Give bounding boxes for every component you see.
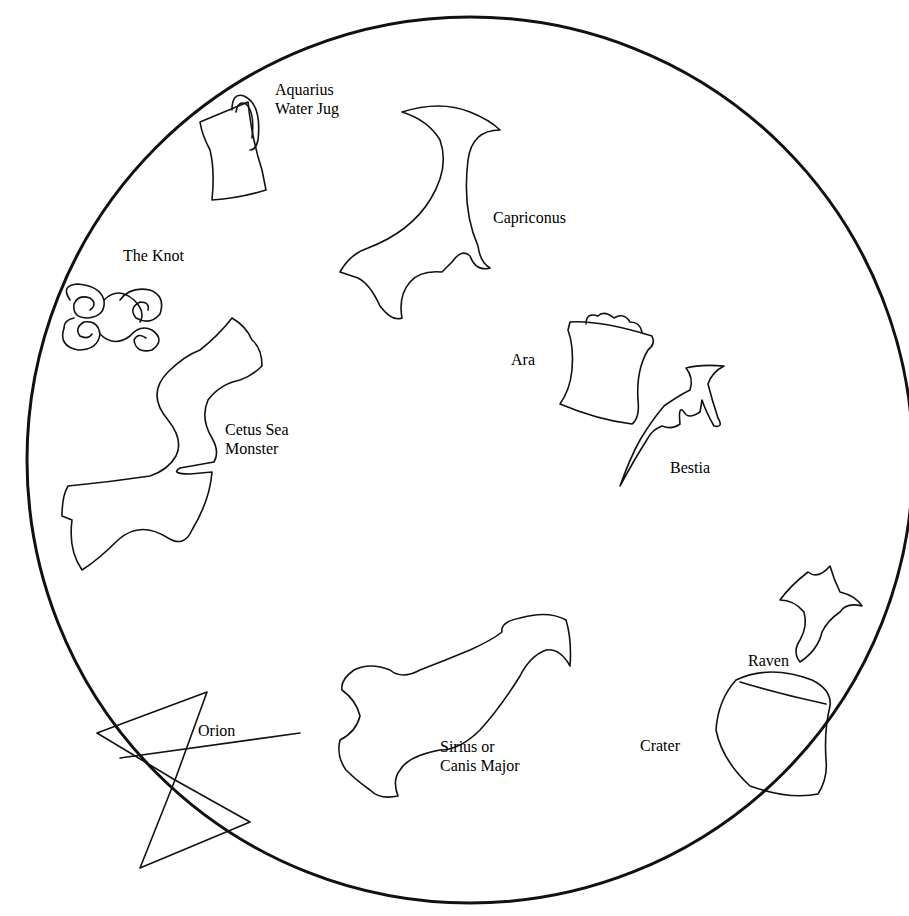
orion-figure [97,692,300,868]
sky-circle [27,17,909,903]
bestia-figure [620,365,724,486]
raven-label: Raven [748,651,789,670]
aquarius-label: Aquarius Water Jug [275,80,365,118]
orion-label: Orion [198,721,235,740]
crater-label: Crater [640,736,680,755]
jug-handle [232,95,259,150]
knot-figure [63,284,162,351]
cetus-label: Cetus Sea Monster [225,420,295,458]
ara-figure [560,322,653,424]
jug-handle [236,103,253,138]
canis-major-label: Sirius or Canis Major [440,737,525,775]
ara-label: Ara [511,350,535,369]
raven-figure [780,566,862,662]
altar-flames [586,313,642,332]
capricornus-label: Capriconus [493,208,566,227]
knot-label: The Knot [123,246,184,265]
capricornus-figure [340,106,500,319]
bestia-label: Bestia [670,458,710,477]
water-jug [200,102,266,200]
cup-rim [740,682,826,704]
crater-figure [716,672,830,796]
canis-major-figure [339,614,571,797]
